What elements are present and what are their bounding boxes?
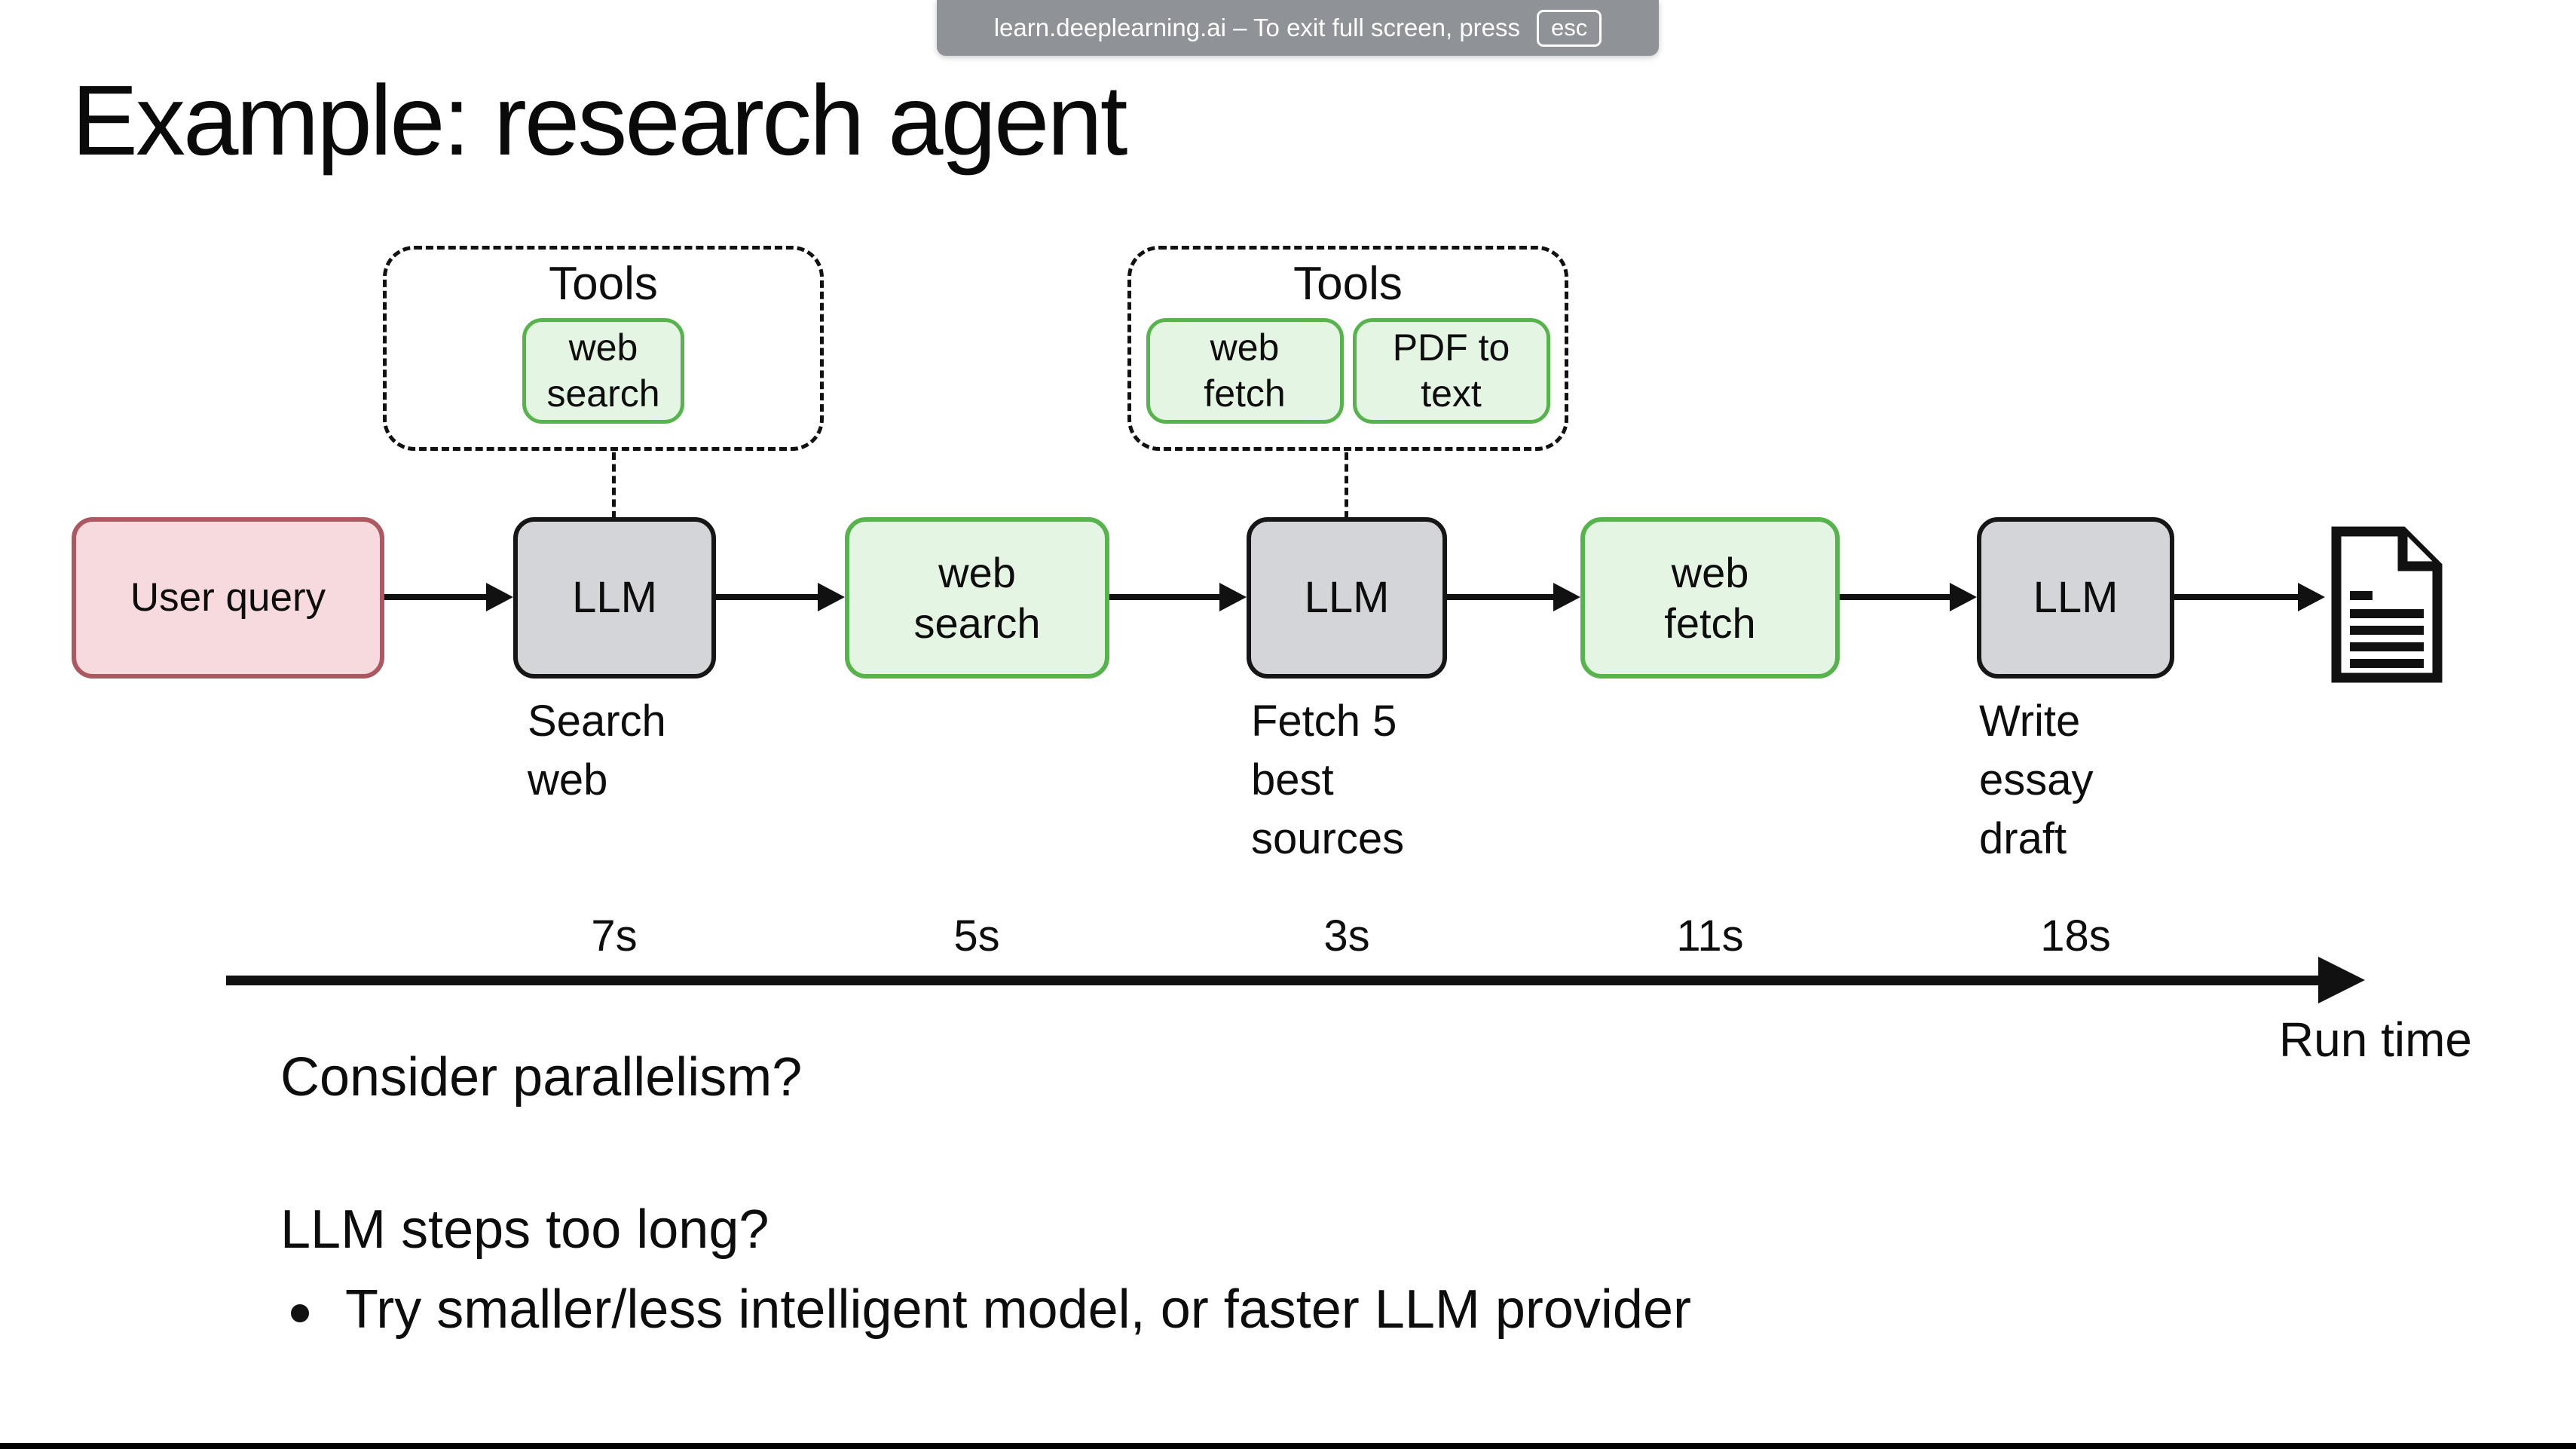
note-consider-parallelism: Consider parallelism?	[280, 1047, 803, 1107]
tools-connector-1	[612, 452, 616, 519]
time-llm-2: 3s	[1323, 911, 1370, 960]
note-bullet-row: Try smaller/less intelligent model, or f…	[280, 1279, 1691, 1340]
tools-group-2-chips: web fetch PDF to text	[1131, 318, 1565, 424]
fullscreen-banner: learn.deeplearning.ai – To exit full scr…	[937, 0, 1659, 56]
node-label: LLM	[1304, 573, 1390, 623]
tools-group-2-title: Tools	[1293, 258, 1403, 310]
node-llm-3: LLM	[1977, 517, 2174, 679]
esc-key-hint: esc	[1537, 9, 1602, 47]
flow-arrow-icon	[1109, 583, 1247, 611]
node-user-query: User query	[72, 517, 384, 679]
flow-arrow-icon	[384, 583, 513, 611]
page-title: Example: research agent	[72, 65, 1127, 176]
tools-connector-2	[1345, 452, 1348, 519]
tool-chip-pdf-to-text: PDF to text	[1352, 318, 1550, 424]
node-web-fetch: web fetch	[1580, 517, 1840, 679]
caption-write-essay: Write essay draft	[1979, 697, 2094, 863]
tools-group-1: Tools web search	[383, 246, 824, 451]
flow-arrow-icon	[1840, 583, 1977, 611]
time-web-fetch: 11s	[1676, 911, 1744, 960]
runtime-axis-arrow-icon	[226, 957, 2365, 1003]
node-label: User query	[130, 575, 326, 620]
node-web-search: web search	[845, 517, 1109, 679]
node-label: web search	[913, 548, 1041, 647]
tools-group-1-chips: web search	[387, 318, 820, 424]
bullet-icon	[291, 1304, 309, 1322]
tools-group-2: Tools web fetch PDF to text	[1127, 246, 1568, 451]
bottom-edge-bar	[0, 1443, 2576, 1449]
tool-chip-web-fetch: web fetch	[1146, 318, 1344, 424]
tool-chip-web-search: web search	[522, 318, 684, 424]
note-bullet-text: Try smaller/less intelligent model, or f…	[345, 1279, 1691, 1340]
node-llm-2: LLM	[1247, 517, 1447, 679]
runtime-axis-label: Run time	[2278, 1012, 2472, 1067]
tool-chip-label: PDF to text	[1392, 326, 1510, 415]
time-web-search: 5s	[953, 911, 1000, 960]
tool-chip-label: web fetch	[1204, 326, 1286, 415]
node-label: LLM	[2033, 573, 2119, 623]
node-label: LLM	[572, 573, 657, 623]
tool-chip-label: web search	[546, 326, 660, 415]
flow-arrow-icon	[716, 583, 845, 611]
time-llm-1: 7s	[591, 911, 638, 960]
note-llm-steps: LLM steps too long?	[280, 1199, 769, 1260]
document-icon	[2331, 526, 2443, 683]
node-label: web fetch	[1664, 548, 1756, 647]
flow-arrow-icon	[1447, 583, 1580, 611]
tools-group-1-title: Tools	[549, 258, 658, 310]
time-llm-3: 18s	[2040, 911, 2111, 960]
caption-fetch-sources: Fetch 5 best sources	[1251, 697, 1405, 863]
fullscreen-banner-message: learn.deeplearning.ai – To exit full scr…	[993, 14, 1521, 41]
node-llm-1: LLM	[513, 517, 716, 679]
flow-arrow-icon	[2174, 583, 2325, 611]
caption-search-web: Search web	[528, 697, 666, 804]
